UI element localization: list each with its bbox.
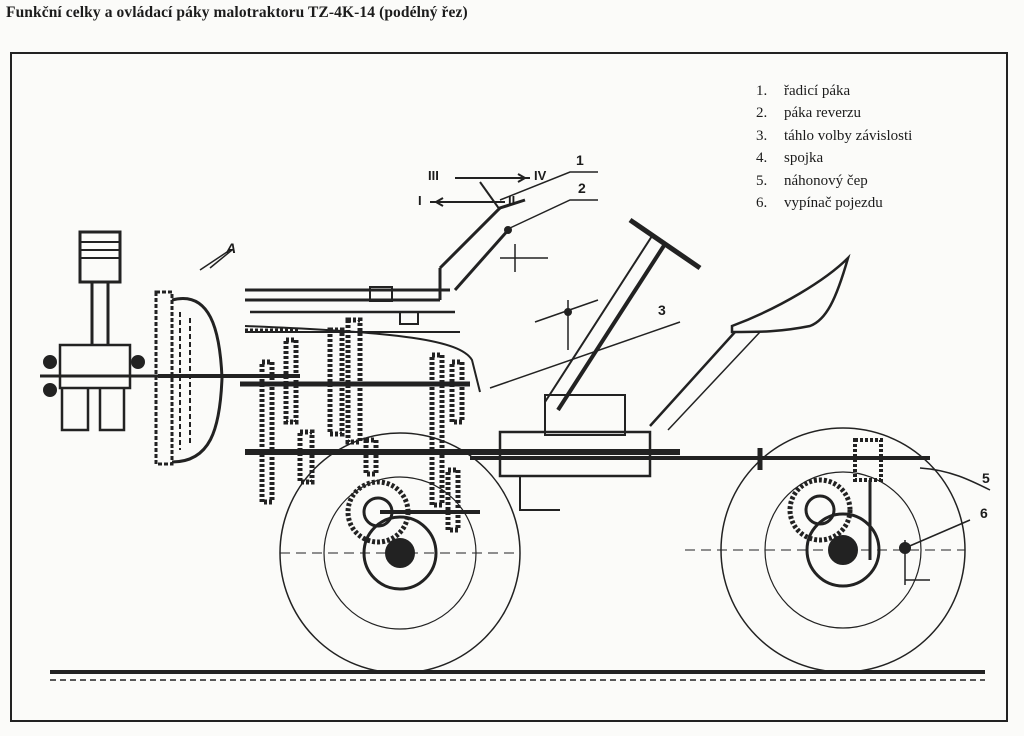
callout-6: 6	[980, 505, 988, 521]
legend: 1. řadicí páka 2. páka reverzu 3. táhlo vol…	[756, 80, 912, 214]
shift-lever	[438, 198, 526, 270]
figure-title: Funkční celky a ovládací páky malotrakto…	[6, 4, 468, 21]
legend-item: 2. páka reverzu	[756, 102, 912, 124]
legend-label: vypínač pojezdu	[784, 195, 883, 212]
shift-pattern	[430, 173, 530, 211]
legend-item: 5. náhonový čep	[756, 170, 912, 192]
front-final-gear	[787, 477, 853, 543]
gearbox-gears	[259, 317, 465, 533]
legend-item: 4. spojka	[756, 147, 912, 169]
legend-label: táhlo volby závislosti	[784, 127, 913, 144]
legend-number: 1.	[756, 83, 768, 99]
engine-piston	[40, 230, 160, 432]
gear-label-4: IV	[534, 168, 547, 183]
legend-label: spojka	[784, 150, 824, 167]
steering-wheel	[544, 217, 702, 412]
legend-item: 6. vypínač pojezdu	[756, 192, 912, 214]
flywheel-clutch	[154, 249, 300, 466]
seat	[649, 253, 851, 431]
legend-number: 5.	[756, 172, 768, 189]
gear-label-1: I	[418, 193, 422, 208]
legend-number: 4.	[756, 150, 768, 167]
diagram-frame	[10, 52, 1008, 722]
gear-label-3: III	[428, 168, 439, 183]
callout-1: 1	[576, 152, 584, 168]
legend-number: 3.	[756, 127, 768, 144]
callout-clutch: A	[226, 240, 237, 256]
legend-label: řadicí páka	[784, 83, 851, 99]
rear-wheel	[279, 432, 521, 674]
legend-number: 2.	[756, 105, 768, 122]
callout-2: 2	[578, 180, 586, 196]
gear-label-2: II	[508, 193, 516, 208]
front-wheel	[685, 427, 966, 673]
legend-label: páka reverzu	[784, 105, 862, 122]
callout-5: 5	[982, 470, 990, 486]
callout-3: 3	[658, 302, 666, 318]
legend-item: 3. táhlo volby závislosti	[756, 125, 912, 147]
direction-arrows	[500, 244, 930, 585]
legend-item: 1. řadicí páka	[756, 80, 912, 102]
legend-number: 6.	[756, 195, 768, 212]
legend-label: náhonový čep	[784, 172, 868, 189]
reverse-lever	[453, 227, 512, 291]
